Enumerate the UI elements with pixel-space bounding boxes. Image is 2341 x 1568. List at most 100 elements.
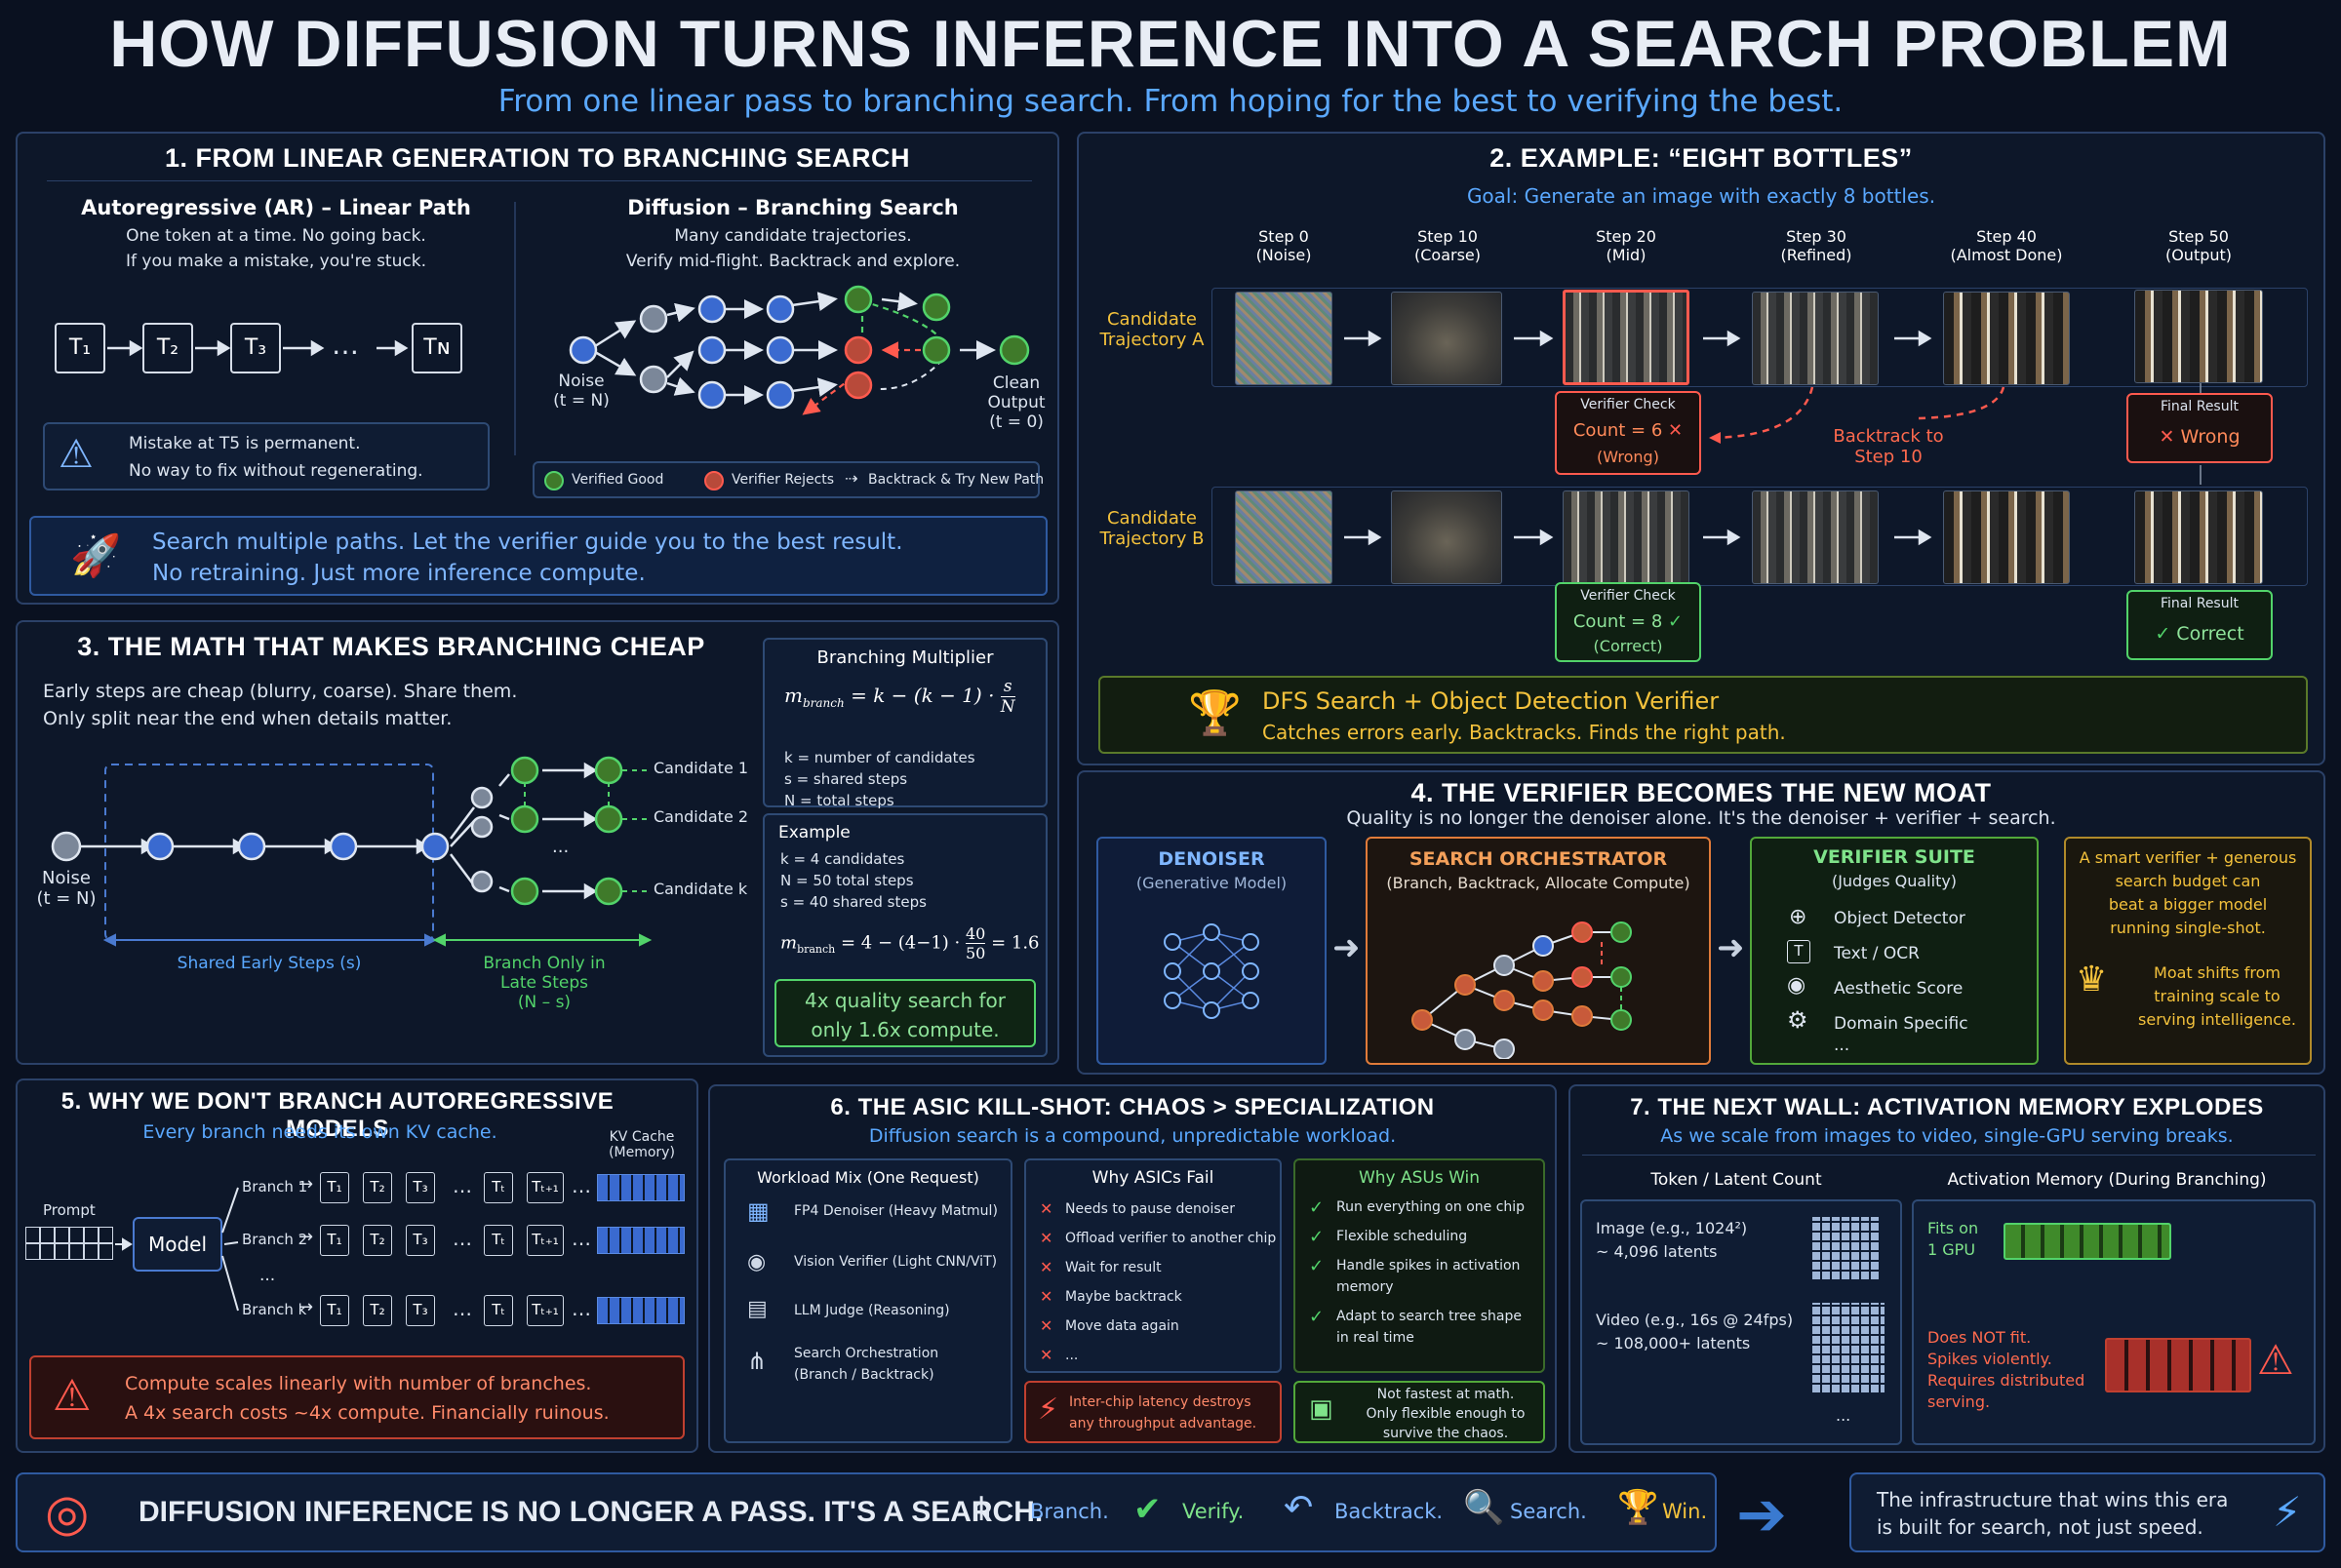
check-icon: ✓ xyxy=(1309,1227,1325,1247)
panel-linear-vs-branching: 1. FROM LINEAR GENERATION TO BRANCHING S… xyxy=(16,132,1059,605)
candidate-k-label: Candidate k xyxy=(654,880,748,898)
step-header-5: Step 50(Output) xyxy=(2164,227,2233,264)
fits-label-1: Fits on xyxy=(1927,1219,1979,1237)
footer-end-line-2: is built for search, not just speed. xyxy=(1877,1515,2203,1539)
nofit-line-2: Spikes violently. xyxy=(1927,1350,2052,1368)
panel-4-heading: 4. THE VERIFIER BECOMES THE NEW MOAT xyxy=(1410,778,1992,807)
check-circle-icon: ✔ xyxy=(1133,1490,1162,1529)
def-n: N = total steps xyxy=(784,792,894,809)
warning-icon: ⚠ xyxy=(2257,1336,2294,1384)
moat-callout-box: A smart verifier + generous search budge… xyxy=(2064,837,2312,1065)
diff-noise-label: Noise(t = N) xyxy=(553,372,610,411)
verifier-item-more: ... xyxy=(1834,1036,1850,1055)
traj-a-step50-image xyxy=(2134,290,2263,383)
ar-warning-line-1: Mistake at T5 is permanent. xyxy=(129,434,361,453)
eye-icon: ◉ xyxy=(747,1250,767,1274)
dfs-line-2: Catches errors early. Backtracks. Finds … xyxy=(1262,721,1786,744)
ar-warning-line-1: Compute scales linearly with number of b… xyxy=(125,1373,592,1394)
verifier-b-result: (Correct) xyxy=(1593,637,1663,655)
check-icon: ✓ xyxy=(1309,1197,1325,1218)
branching-multiplier-box: Branching Multiplier mbranch = k − (k − … xyxy=(763,638,1048,809)
chat-icon: ▤ xyxy=(747,1297,768,1321)
ar-branch-arrows xyxy=(115,1187,239,1312)
grid-icon: ▦ xyxy=(747,1197,770,1225)
step-header-2: Step 20(Mid) xyxy=(1596,227,1656,264)
kv-cache-grid xyxy=(597,1297,685,1324)
footer-search: Search. xyxy=(1510,1500,1587,1523)
kv-cache-grid xyxy=(597,1227,685,1254)
panel-7-heading: 7. THE NEXT WALL: ACTIVATION MEMORY EXPL… xyxy=(1630,1094,2264,1120)
token-n: Tɴ xyxy=(412,323,462,373)
asus-win-box: Why ASUs Win ✓Run everything on one chip… xyxy=(1293,1158,1545,1373)
token-ellipsis: … xyxy=(572,1297,591,1320)
target-icon: ◎ xyxy=(45,1484,90,1543)
token-ellipsis: … xyxy=(332,329,359,361)
token-3: T₃ xyxy=(230,323,281,373)
branch-label: Branch 1 xyxy=(242,1178,308,1196)
asu-win-item: Adapt to search tree shape xyxy=(1336,1309,1522,1324)
branch-token: Tₜ₊₁ xyxy=(527,1225,564,1256)
denoiser-box: DENOISER (Generative Model) xyxy=(1096,837,1327,1065)
branch-token: T₃ xyxy=(406,1295,435,1326)
footer-win: Win. xyxy=(1662,1500,1708,1523)
token-ellipsis: … xyxy=(453,1174,472,1197)
ar-line-2: If you make a mistake, you're stuck. xyxy=(126,252,426,271)
asics-fail-box: Why ASICs Fail ✕Needs to pause denoiser✕… xyxy=(1024,1158,1282,1373)
verifier-check-b: Verifier Check Count = 8 ✓ (Correct) xyxy=(1555,582,1701,662)
undo-icon: ↶ xyxy=(1284,1488,1314,1528)
panel-eight-bottles: 2. EXAMPLE: “EIGHT BOTTLES” Goal: Genera… xyxy=(1077,132,2325,765)
final-result-a: Final Result ✕ Wrong xyxy=(2126,393,2273,463)
diffusion-title: Diffusion – Branching Search xyxy=(627,196,959,219)
panel-2-heading: 2. EXAMPLE: “EIGHT BOTTLES” xyxy=(1489,143,1913,173)
def-s: s = shared steps xyxy=(784,770,908,788)
asic-sub: Diffusion search is a compound, unpredic… xyxy=(868,1125,1397,1147)
step-header-1: Step 10(Coarse) xyxy=(1413,227,1481,264)
token-ellipsis: … xyxy=(453,1227,472,1250)
def-k: k = number of candidates xyxy=(784,749,975,766)
footer-end-line-1: The infrastructure that wins this era xyxy=(1877,1488,2229,1511)
legend-verified-good: Verified Good xyxy=(572,472,664,488)
panel-3-heading: 3. THE MATH THAT MAKES BRANCHING CHEAP xyxy=(77,632,705,661)
verifier-suite-box: VERIFIER SUITE (Judges Quality) ⊕ Object… xyxy=(1750,837,2039,1065)
traj-b-step0-image xyxy=(1235,490,1332,584)
footer-verify: Verify. xyxy=(1182,1500,1245,1523)
asic-fail-item: Wait for result xyxy=(1065,1260,1162,1275)
video-latents-line-2: ~ 108,000+ latents xyxy=(1596,1334,1751,1352)
workload-search-sub: (Branch / Backtrack) xyxy=(794,1367,934,1383)
panel-verifier-moat: 4. THE VERIFIER BECOMES THE NEW MOAT Qua… xyxy=(1077,770,2325,1075)
panel-asic: 6. THE ASIC KILL-SHOT: CHAOS > SPECIALIZ… xyxy=(708,1084,1557,1453)
shared-steps-diagram xyxy=(51,756,653,947)
moat-sub: Quality is no longer the denoiser alone.… xyxy=(1346,807,2056,829)
diffusion-line-2: Verify mid-flight. Backtrack and explore… xyxy=(625,252,961,271)
asu-win-item: Flexible scheduling xyxy=(1336,1229,1468,1244)
gear-icon: ⚙ xyxy=(1787,1006,1808,1034)
crown-icon: ♛ xyxy=(2076,960,2108,1000)
prompt-grid xyxy=(25,1227,113,1260)
panel-branching-math: 3. THE MATH THAT MAKES BRANCHING CHEAP E… xyxy=(16,620,1059,1065)
branch-token: T₁ xyxy=(320,1172,349,1203)
branch-token: T₁ xyxy=(320,1225,349,1256)
verifier-item-ocr: Text / OCR xyxy=(1834,944,1920,963)
footer-branch: Branch. xyxy=(1030,1500,1109,1523)
branch-token: Tₜ₊₁ xyxy=(527,1172,564,1203)
x-icon: ✕ xyxy=(1040,1287,1053,1306)
final-a-result: Wrong xyxy=(2180,426,2241,448)
dfs-line-1: DFS Search + Object Detection Verifier xyxy=(1262,687,1720,715)
rocket-icon: 🚀 xyxy=(70,531,122,579)
workload-fp4: FP4 Denoiser (Heavy Matmul) xyxy=(794,1203,998,1219)
traj-b-step10-image xyxy=(1391,490,1502,584)
verifier-item-aesthetic: Aesthetic Score xyxy=(1834,979,1964,999)
asic-fail-item: Move data again xyxy=(1065,1318,1179,1334)
step-header-3: Step 30(Refined) xyxy=(1780,227,1852,264)
asic-fail-item: Offload verifier to another chip xyxy=(1065,1231,1277,1246)
token-count-title: Token / Latent Count xyxy=(1650,1170,1822,1190)
video-latent-grid xyxy=(1812,1303,1885,1392)
ex-s: s = 40 shared steps xyxy=(780,893,927,911)
token-ellipsis: … xyxy=(453,1297,472,1320)
ar-arrows xyxy=(107,202,516,455)
branch-vdots: ... xyxy=(259,1266,276,1285)
ar-cost-warning: ⚠ Compute scales linearly with number of… xyxy=(29,1355,685,1439)
asu-win-item: Run everything on one chip xyxy=(1336,1199,1526,1215)
